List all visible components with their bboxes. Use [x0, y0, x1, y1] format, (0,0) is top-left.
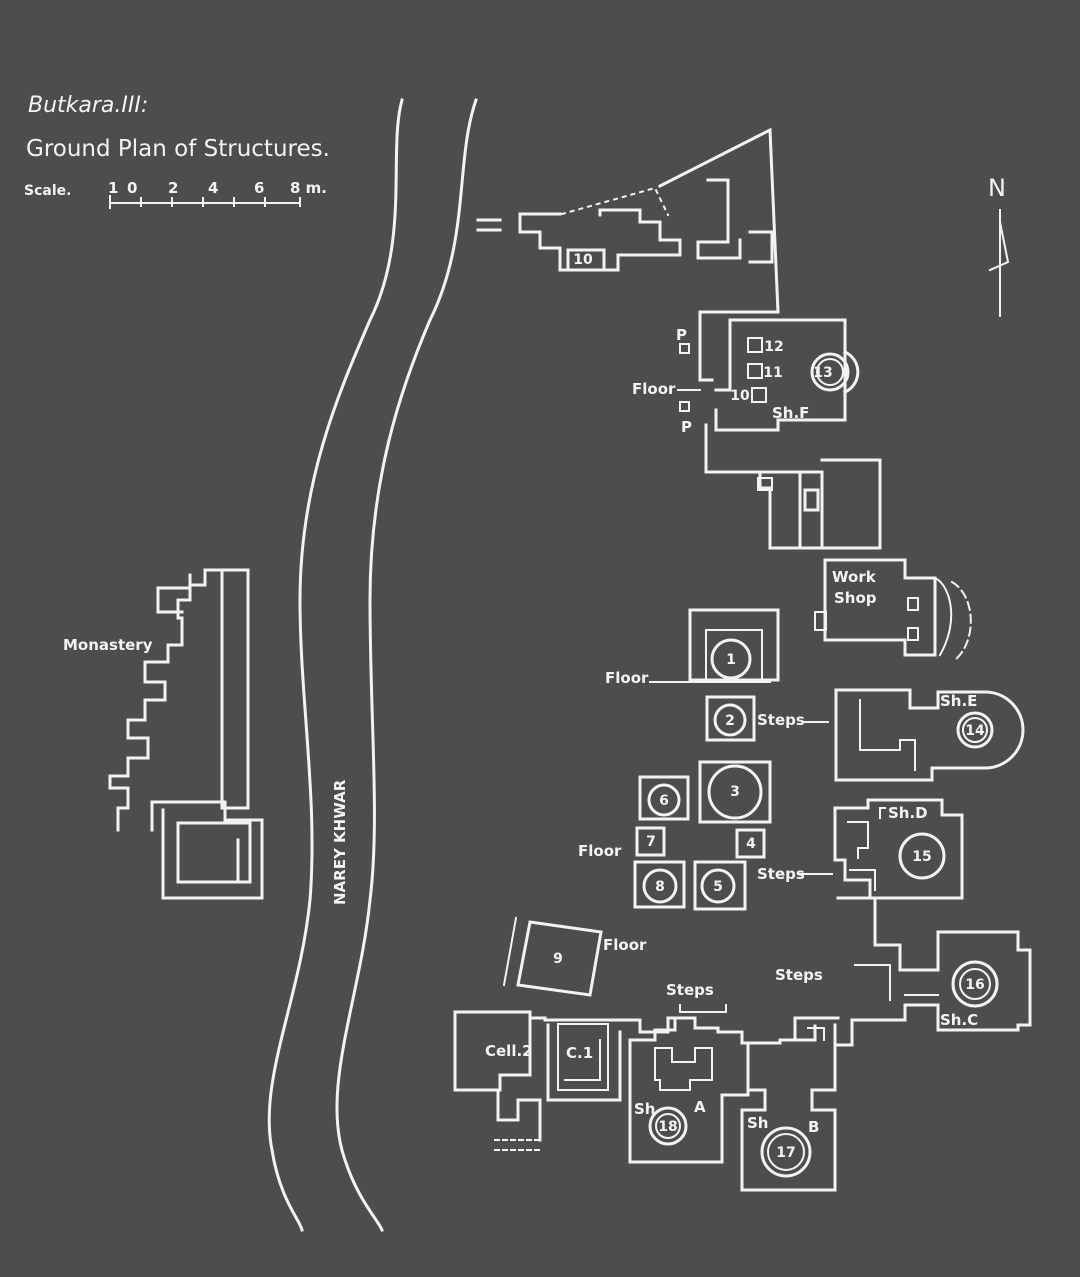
north-arrow: N [988, 174, 1010, 317]
structure-4: 4 [746, 836, 756, 852]
structure-11: 11 [763, 365, 782, 381]
structure-14: 14 [965, 723, 985, 739]
shrine-b-letter: B [808, 1118, 819, 1136]
structure-10-north: 10 [573, 252, 593, 268]
pillar-p-north: P [676, 326, 687, 344]
structure-16: 16 [965, 977, 984, 993]
steps-label-4: Steps [666, 981, 714, 999]
workshop-label-line2: Shop [834, 589, 877, 607]
structure-9-platform: 9 Floor [502, 916, 647, 997]
scale-tick-0: 1 [108, 179, 118, 197]
floor-label-1: Floor [605, 669, 649, 687]
shrine-a-label: Sh [634, 1100, 655, 1118]
shrine-c-label: Sh.C [940, 1011, 978, 1029]
scale-tick-2: 2 [168, 179, 178, 197]
workshop: Work Shop [814, 558, 972, 662]
plan-title: Butkara.III: [28, 93, 148, 118]
pillar-p-south: P [681, 418, 692, 436]
stupa-group-3-8: 3 6 4 7 Floor 8 5 Steps [578, 760, 833, 911]
shrine-e: 14 Sh.E [834, 688, 1025, 782]
workshop-label-line1: Work [832, 568, 877, 586]
scale-bar: Scale. 1 0 2 4 6 8 m. [24, 179, 327, 209]
main-enclosure: 16 Sh.C Steps [775, 896, 1032, 1047]
scale-label: Scale. [24, 183, 71, 199]
scale-tick-4: 6 [254, 179, 264, 197]
structure-7: 7 [646, 834, 656, 850]
middle-rooms [704, 423, 882, 550]
shrine-d-label: Sh.D [888, 804, 928, 822]
cell-1-label: C.1 [566, 1044, 593, 1062]
shrine-a-letter: A [694, 1098, 706, 1116]
structure-5: 5 [713, 879, 723, 895]
floor-label-3: Floor [603, 936, 647, 954]
steps-label-3: Steps [775, 966, 823, 984]
structure-3: 3 [730, 784, 740, 800]
structure-10-south: 10 [730, 388, 750, 404]
floor-label-north: Floor [632, 380, 676, 398]
shrine-e-label: Sh.E [940, 692, 977, 710]
structure-2: 2 [725, 713, 735, 729]
structure-18: 18 [658, 1119, 677, 1135]
river-narey-khwar: NAREY KHWAR [267, 98, 478, 1232]
cell-2-label: Cell.2 [485, 1042, 533, 1060]
river-label: NAREY KHWAR [331, 779, 349, 905]
structure-17: 17 [776, 1145, 795, 1161]
monastery-label: Monastery [63, 636, 153, 654]
north-compound: 10 [476, 127, 780, 382]
plan-subtitle: Ground Plan of Structures. [26, 136, 330, 162]
floor-label-2: Floor [578, 842, 622, 860]
structure-8: 8 [655, 879, 665, 895]
stupa-group-1-2: 1 Floor 2 Steps [605, 608, 829, 742]
structure-1: 1 [726, 652, 736, 668]
southern-compound: Steps Cell.2 C.1 18 Sh A 17 Sh B [453, 981, 840, 1192]
shrine-d: 15 Sh.D [833, 798, 964, 900]
scale-tick-3: 4 [208, 179, 218, 197]
structure-13: 13 [813, 365, 832, 381]
structure-12: 12 [764, 339, 783, 355]
shrine-f-area: 13 12 11 10 Sh.F P P Floor [632, 318, 860, 436]
structure-9: 9 [553, 951, 563, 967]
steps-label-2: Steps [757, 865, 805, 883]
north-label: N [988, 174, 1006, 202]
structure-15: 15 [912, 849, 931, 865]
scale-tick-1: 0 [127, 179, 137, 197]
shrine-f-label: Sh.F [772, 404, 809, 422]
scale-tick-5: 8 m. [290, 179, 327, 197]
structure-6: 6 [659, 793, 669, 809]
monastery: Monastery [63, 568, 264, 900]
shrine-b-label: Sh [747, 1114, 768, 1132]
steps-label-1: Steps [757, 711, 805, 729]
